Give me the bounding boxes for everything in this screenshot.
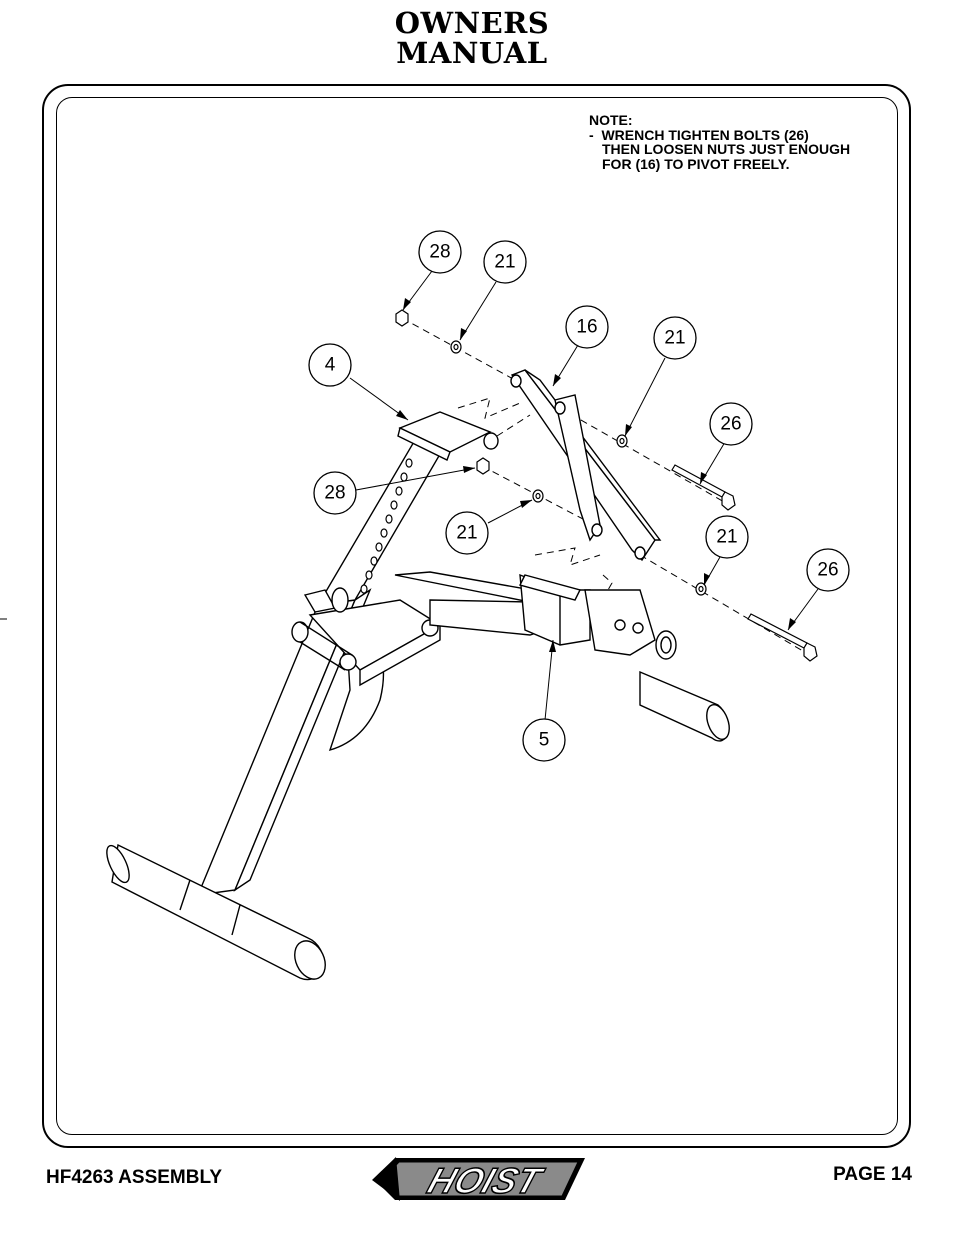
hardware bbox=[395, 309, 818, 662]
note-line-2: THEN LOOSEN NUTS JUST ENOUGH bbox=[602, 141, 851, 157]
base-tube bbox=[106, 843, 326, 981]
callout-21-low: 21 bbox=[705, 515, 749, 559]
page-title: OWNERS MANUAL bbox=[0, 8, 944, 68]
svg-text:21: 21 bbox=[456, 523, 477, 544]
nut-28-top bbox=[395, 309, 409, 327]
hoist-logo: HOIST bbox=[372, 1157, 585, 1202]
callout-21-mid: 21 bbox=[445, 511, 489, 555]
callout-5: 5 bbox=[522, 718, 566, 762]
svg-text:28: 28 bbox=[324, 483, 345, 504]
title-line-1: OWNERS bbox=[394, 6, 550, 40]
model-label: HF4263 ASSEMBLY bbox=[46, 1167, 222, 1188]
callout-28-left: 28 bbox=[313, 471, 357, 515]
callout-21-top: 21 bbox=[483, 240, 527, 284]
svg-text:21: 21 bbox=[664, 328, 685, 349]
svg-text:26: 26 bbox=[720, 414, 741, 435]
title-line-2: MANUAL bbox=[396, 36, 548, 70]
svg-text:16: 16 bbox=[576, 317, 597, 338]
arm-part-5 bbox=[394, 571, 730, 742]
leader-arrows bbox=[396, 298, 796, 652]
note-heading: NOTE: bbox=[589, 112, 633, 128]
callout-16: 16 bbox=[565, 305, 609, 349]
bolt-26-upper bbox=[671, 464, 726, 498]
outer-frame bbox=[42, 84, 911, 1148]
note-line-3: FOR (16) TO PIVOT FREELY. bbox=[602, 155, 790, 172]
page-number: PAGE 14 bbox=[833, 1164, 912, 1185]
assembly-note: NOTE: - WRENCH TIGHTEN BOLTS (26) THEN L… bbox=[589, 113, 889, 171]
svg-text:5: 5 bbox=[539, 730, 550, 751]
bolt-26-lower bbox=[747, 613, 808, 649]
callout-21-right: 21 bbox=[653, 316, 697, 360]
nut-28-mid bbox=[476, 457, 490, 475]
callout-26-upper: 26 bbox=[709, 402, 753, 446]
svg-text:28: 28 bbox=[429, 242, 450, 263]
inner-frame bbox=[56, 97, 898, 1135]
link-part-16 bbox=[510, 369, 662, 562]
svg-text:HOIST: HOIST bbox=[423, 1161, 549, 1201]
svg-text:21: 21 bbox=[716, 527, 737, 548]
callout-4: 4 bbox=[308, 343, 352, 387]
svg-text:21: 21 bbox=[494, 252, 515, 273]
svg-text:4: 4 bbox=[325, 355, 336, 376]
note-line-1: - WRENCH TIGHTEN BOLTS (26) bbox=[589, 126, 809, 143]
bracket-part-4 bbox=[397, 411, 499, 461]
callout-28-top: 28 bbox=[418, 230, 462, 274]
callout-26-lower: 26 bbox=[806, 548, 850, 592]
svg-text:26: 26 bbox=[817, 560, 838, 581]
